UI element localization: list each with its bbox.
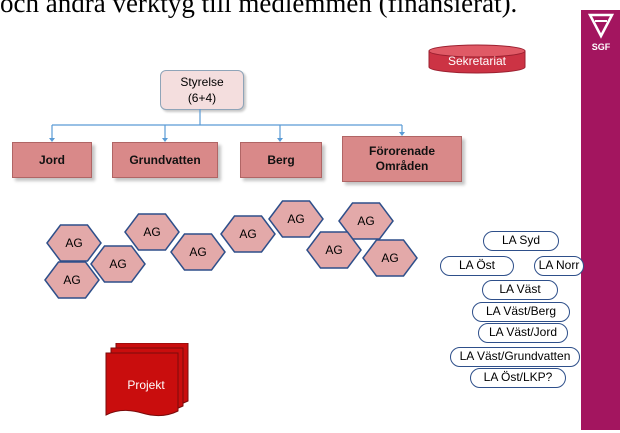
projekt-label: Projekt — [127, 378, 165, 392]
styrelse-title: Styrelse — [180, 75, 224, 89]
ag-label: AG — [325, 243, 342, 257]
ag-hexagon: AG — [46, 224, 102, 262]
la-pill-vast-berg: LA Väst/Berg — [472, 302, 570, 322]
la-pill-ost: LA Öst — [440, 256, 514, 276]
side-band — [581, 10, 620, 430]
la-pill-ost-lkp: LA Öst/LKP? — [470, 368, 566, 388]
ag-hexagon: AG — [90, 245, 146, 283]
ag-label: AG — [189, 245, 206, 259]
ag-label: AG — [239, 227, 256, 241]
la-pill-vast-jord: LA Väst/Jord — [478, 323, 568, 343]
sekretariat-cylinder — [428, 44, 526, 74]
la-pill-vast-grundvatten: LA Väst/Grundvatten — [450, 347, 580, 367]
ag-label: AG — [287, 212, 304, 226]
styrelse-box: Styrelse (6+4) — [160, 70, 244, 110]
ag-hexagon: AG — [44, 261, 100, 299]
ag-hexagon: AG — [268, 200, 324, 238]
ag-hexagon: AG — [362, 239, 418, 277]
logo-text: SGF — [591, 42, 611, 52]
dept-fororenade-label-2: Områden — [375, 159, 429, 173]
ag-hexagon: AG — [170, 233, 226, 271]
ag-hexagon: AG — [220, 215, 276, 253]
ag-hexagon: AG — [124, 213, 180, 251]
ag-label: AG — [63, 273, 80, 287]
dept-jord: Jord — [12, 142, 92, 178]
header-text: och andra verktyg till medlemmen (finans… — [0, 0, 518, 18]
dept-fororenade-omraden: Förorenade Områden — [342, 136, 462, 182]
ag-label: AG — [109, 257, 126, 271]
ag-label: AG — [143, 225, 160, 239]
dept-fororenade-label-1: Förorenade — [368, 144, 435, 158]
sekretariat-label: Sekretariat — [447, 54, 507, 68]
dept-berg: Berg — [240, 142, 322, 178]
dept-grundvatten: Grundvatten — [112, 142, 218, 178]
ag-hexagon: AG — [306, 231, 362, 269]
ag-label: AG — [357, 214, 374, 228]
dept-berg-label: Berg — [267, 152, 295, 167]
projekt-document-stack — [105, 343, 189, 417]
la-pill-norr: LA Norr — [534, 256, 584, 276]
dept-grundvatten-label: Grundvatten — [129, 152, 201, 167]
ag-label: AG — [381, 251, 398, 265]
triangle-logo-icon — [587, 13, 615, 39]
la-pill-vast: LA Väst — [482, 280, 558, 300]
styrelse-subtitle: (6+4) — [187, 91, 217, 105]
dept-jord-label: Jord — [38, 152, 65, 167]
la-pill-syd: LA Syd — [483, 231, 559, 251]
ag-label: AG — [65, 236, 82, 250]
